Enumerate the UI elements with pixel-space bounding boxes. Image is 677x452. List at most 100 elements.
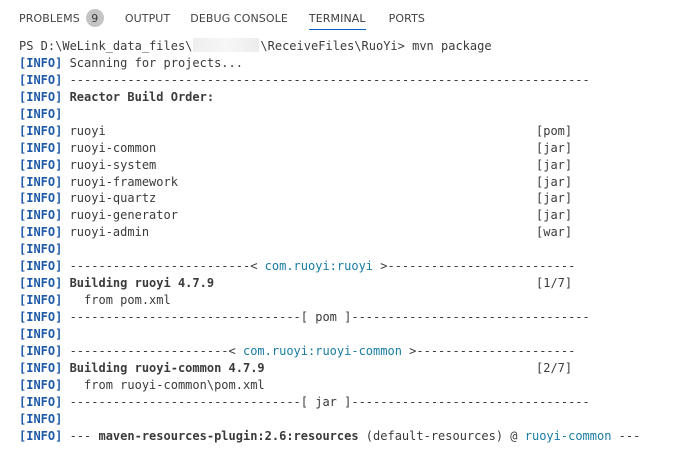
- log-text: maven-resources-plugin:2.6:resources: [98, 428, 359, 443]
- log-text: --------------------------------[ pom ]-…: [62, 310, 590, 324]
- log-text: ----------------------<: [62, 343, 243, 358]
- log-text: ----------------------------------------…: [62, 72, 590, 87]
- artifact-id-text: com.ruoyi:ruoyi-common: [242, 343, 402, 358]
- info-level-tag: [INFO]: [19, 191, 63, 206]
- info-level-tag: [INFO]: [19, 242, 63, 257]
- info-level-tag: [INFO]: [19, 411, 63, 426]
- packaging-type-label: [jar]: [536, 208, 573, 223]
- info-level-tag: [INFO]: [19, 259, 63, 274]
- log-line: [INFO] -------------------------< com.ru…: [19, 258, 674, 275]
- tab-label: PORTS: [388, 11, 425, 25]
- log-text: --------------------------------[ jar ]-…: [62, 394, 590, 409]
- prompt-line: PS D:\WeLink_data_files\ \ReceiveFiles\Ru…: [19, 38, 674, 55]
- log-text: from pom.xml: [62, 293, 171, 308]
- log-line: [INFO]: [19, 326, 674, 343]
- log-text: -------------------------<: [62, 259, 265, 274]
- log-text: ---: [611, 428, 641, 443]
- artifact-id-text: ruoyi-common: [524, 428, 612, 443]
- log-line: [INFO] ruoyi-system [jar]: [19, 157, 674, 174]
- log-text: ruoyi-system: [62, 157, 157, 172]
- log-text: >--------------------------: [373, 259, 576, 274]
- artifact-id-text: com.ruoyi:ruoyi: [264, 259, 374, 274]
- log-text: (default-resources) @: [358, 428, 525, 443]
- packaging-type-label: [jar]: [536, 174, 573, 189]
- tab-label: PROBLEMS: [19, 11, 80, 25]
- log-line: [INFO] ----------------------< com.ruoyi…: [19, 343, 674, 360]
- info-level-tag: [INFO]: [19, 208, 63, 223]
- tab-label: OUTPUT: [124, 11, 171, 25]
- log-text: ruoyi-framework: [62, 174, 178, 189]
- log-text: >----------------------: [401, 343, 576, 358]
- log-text: Scanning for projects...: [62, 55, 243, 70]
- tab-problems[interactable]: PROBLEMS 9: [19, 0, 104, 36]
- tab-label: DEBUG CONSOLE: [190, 11, 288, 25]
- info-level-tag: [INFO]: [19, 360, 63, 375]
- packaging-type-label: [jar]: [536, 191, 573, 206]
- info-level-tag: [INFO]: [19, 225, 63, 240]
- packaging-type-label: [1/7]: [536, 276, 573, 291]
- packaging-type-label: [2/7]: [536, 360, 573, 375]
- log-line: [INFO] --- maven-resources-plugin:2.6:re…: [19, 428, 674, 445]
- log-line: [INFO]: [19, 241, 674, 258]
- info-level-tag: [INFO]: [19, 343, 63, 358]
- packaging-type-label: [jar]: [536, 140, 573, 155]
- log-line: [INFO] Building ruoyi 4.7.9 [1/7]: [19, 275, 674, 292]
- log-line: [INFO] from pom.xml: [19, 292, 674, 309]
- redacted-block: [193, 38, 260, 52]
- log-text: Reactor Build Order:: [62, 89, 215, 104]
- tab-ports[interactable]: PORTS: [389, 0, 425, 36]
- info-level-tag: [INFO]: [19, 276, 63, 291]
- log-text: ruoyi-admin: [62, 225, 150, 240]
- packaging-type-label: [war]: [536, 225, 573, 240]
- info-level-tag: [INFO]: [19, 123, 63, 138]
- prompt-path-suffix: \ReceiveFiles\RuoYi>: [260, 39, 413, 53]
- terminal-output[interactable]: PS D:\WeLink_data_files\ \ReceiveFiles\Ru…: [19, 38, 674, 452]
- tab-output[interactable]: OUTPUT: [125, 0, 170, 36]
- log-text: from ruoyi-common\pom.xml: [62, 377, 265, 392]
- log-line: [INFO] ruoyi-framework [jar]: [19, 174, 674, 191]
- tab-debug-console[interactable]: DEBUG CONSOLE: [190, 0, 288, 36]
- log-line: [INFO]: [19, 411, 674, 428]
- log-line: [INFO] --------------------------------[…: [19, 394, 674, 411]
- info-level-tag: [INFO]: [19, 310, 63, 324]
- log-text: ruoyi: [62, 123, 106, 138]
- packaging-type-label: [pom]: [536, 123, 573, 138]
- log-text: ---: [62, 428, 99, 443]
- info-level-tag: [INFO]: [19, 106, 63, 121]
- prompt-command: mvn package: [412, 39, 492, 53]
- log-line: [INFO] ruoyi-generator [jar]: [19, 207, 674, 224]
- log-text: ruoyi-quartz: [62, 191, 157, 206]
- log-line: [INFO] ---------------------------------…: [19, 72, 674, 89]
- tab-terminal[interactable]: TERMINAL: [308, 0, 366, 36]
- log-text: ruoyi-common: [62, 140, 157, 155]
- info-level-tag: [INFO]: [19, 394, 63, 409]
- log-line: [INFO] Building ruoyi-common 4.7.9 [2/7]: [19, 360, 674, 377]
- log-text: ruoyi-generator: [62, 208, 178, 223]
- problems-count-badge: 9: [85, 9, 104, 27]
- tab-label: TERMINAL: [308, 11, 366, 25]
- log-line: [INFO] ruoyi-common [jar]: [19, 140, 674, 157]
- info-level-tag: [INFO]: [19, 72, 63, 87]
- info-level-tag: [INFO]: [19, 89, 63, 104]
- log-line: [INFO] ruoyi [pom]: [19, 123, 674, 140]
- log-line: [INFO] --------------------------------[…: [19, 309, 674, 326]
- log-text: Building ruoyi-common 4.7.9: [62, 360, 265, 375]
- log-line: [INFO]: [19, 106, 674, 123]
- prompt-path-prefix: PS D:\WeLink_data_files\: [19, 39, 193, 53]
- info-level-tag: [INFO]: [19, 140, 63, 155]
- packaging-type-label: [jar]: [536, 157, 573, 172]
- info-level-tag: [INFO]: [19, 428, 63, 443]
- panel-tab-bar: PROBLEMS 9 OUTPUT DEBUG CONSOLE TERMINAL…: [0, 0, 677, 36]
- info-level-tag: [INFO]: [19, 326, 63, 341]
- info-level-tag: [INFO]: [19, 157, 63, 172]
- info-level-tag: [INFO]: [19, 174, 63, 189]
- log-line: [INFO] ruoyi-admin [war]: [19, 224, 674, 241]
- info-level-tag: [INFO]: [19, 293, 63, 308]
- log-line: [INFO] from ruoyi-common\pom.xml: [19, 377, 674, 394]
- log-line: [INFO] Reactor Build Order:: [19, 89, 674, 106]
- log-line: [INFO] Scanning for projects...: [19, 55, 674, 72]
- info-level-tag: [INFO]: [19, 377, 63, 392]
- log-line: [INFO] ruoyi-quartz [jar]: [19, 190, 674, 207]
- log-text: Building ruoyi 4.7.9: [62, 276, 215, 291]
